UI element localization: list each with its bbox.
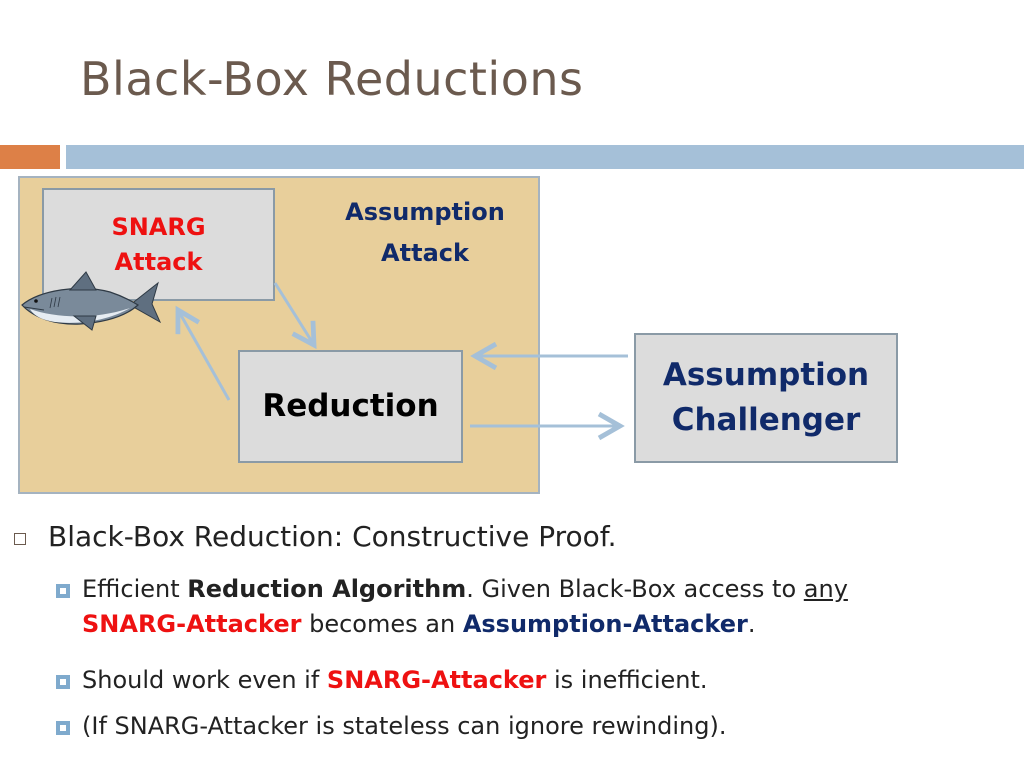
reduction-box: Reduction [238, 350, 463, 463]
sub2-snarg-attacker: SNARG-Attacker [326, 666, 547, 694]
accent-bar-orange [0, 145, 60, 169]
arrow-snarg-to-reduction [273, 282, 317, 350]
sub1-any: any [803, 575, 848, 603]
sub1-text-3: becomes an [301, 609, 463, 638]
sub2-text-2: is inefficient. [546, 666, 708, 694]
sub2-text-1: Should work even if [82, 666, 327, 694]
arrow-reduction-to-snarg [175, 305, 231, 401]
sub1-text-4: . [747, 609, 756, 638]
bullet-marker-sub [56, 584, 70, 598]
snarg-attack-line2: Attack [114, 247, 203, 276]
bullet-sub-1: Efficient Reduction Algorithm. Given Bla… [82, 572, 1002, 642]
challenger-line2: Challenger [671, 402, 861, 438]
assumption-attack-line1: Assumption [345, 198, 505, 226]
slide-title: Black-Box Reductions [80, 52, 584, 106]
sub1-assumption-attacker: Assumption-Attacker [462, 609, 748, 638]
assumption-challenger-box: Assumption Challenger [634, 333, 898, 463]
assumption-attack-label: Assumption Attack [320, 192, 530, 274]
bullet-marker-sub [56, 675, 70, 689]
bullet-marker-hollow [14, 533, 26, 545]
sub3-text-1: (If SNARG-Attacker is stateless can igno… [82, 712, 727, 740]
assumption-attack-line2: Attack [381, 238, 469, 267]
accent-bar-blue [66, 145, 1024, 169]
sub1-text-2: . Given Black-Box access to [466, 575, 804, 603]
bullet-marker-sub [56, 721, 70, 735]
bullet-sub-2: Should work even if SNARG-Attacker is in… [82, 663, 1002, 698]
sub1-reduction-algorithm: Reduction Algorithm [187, 575, 467, 603]
reduction-label: Reduction [262, 388, 439, 425]
challenger-line1: Assumption [662, 357, 870, 394]
snarg-attack-line1: SNARG [111, 212, 206, 241]
snarg-attack-box: SNARG Attack [42, 188, 275, 301]
bullet-main: Black-Box Reduction: Constructive Proof. [48, 520, 617, 553]
sub1-text-1: Efficient [82, 575, 188, 603]
shark-icon [21, 271, 162, 331]
sub1-snarg-attacker: SNARG-Attacker [82, 609, 302, 638]
bullet-sub-3: (If SNARG-Attacker is stateless can igno… [82, 709, 1002, 744]
